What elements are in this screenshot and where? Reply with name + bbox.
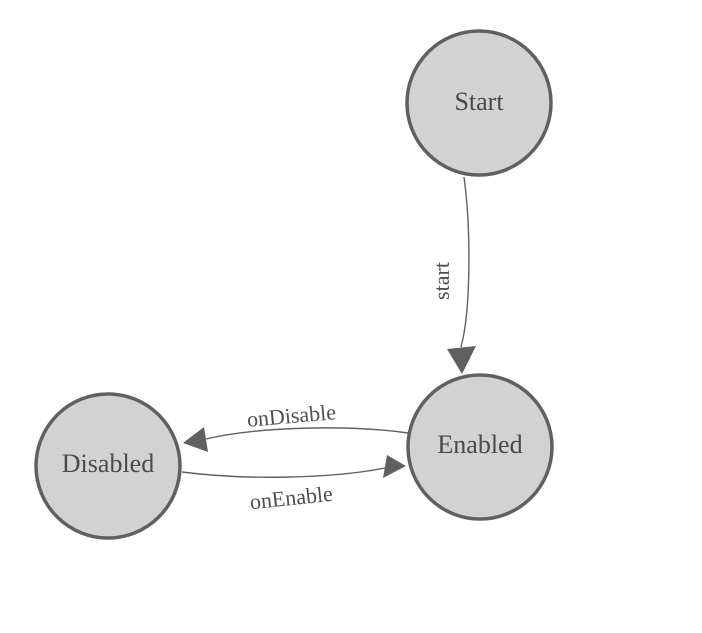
edge-start-transition-arrowhead-icon [447,346,476,374]
edge-on-disable-transition-path [205,427,409,440]
edge-start-transition: start [429,176,476,374]
node-disabled-label: Disabled [62,449,154,478]
node-start-circle [405,29,553,177]
node-enabled-label: Enabled [437,430,522,459]
node-disabled-circle [34,392,182,540]
node-enabled: Enabled [406,373,554,521]
node-start: Start [405,29,553,177]
edge-on-enable-transition-label: onEnable [249,481,334,515]
edge-on-enable-transition: onEnable [181,455,406,515]
edge-on-disable-transition-label: onDisable [246,399,337,432]
edge-start-transition-path [460,176,470,348]
edge-on-disable-transition: onDisable [183,399,409,452]
edge-on-enable-transition-path [181,467,386,478]
edge-start-transition-label: start [429,262,454,300]
edge-on-enable-transition-arrowhead-icon [383,455,406,478]
edge-on-disable-transition-arrowhead-icon [183,427,208,452]
node-disabled: Disabled [34,392,182,540]
node-start-label: Start [454,87,504,116]
node-enabled-circle [406,373,554,521]
